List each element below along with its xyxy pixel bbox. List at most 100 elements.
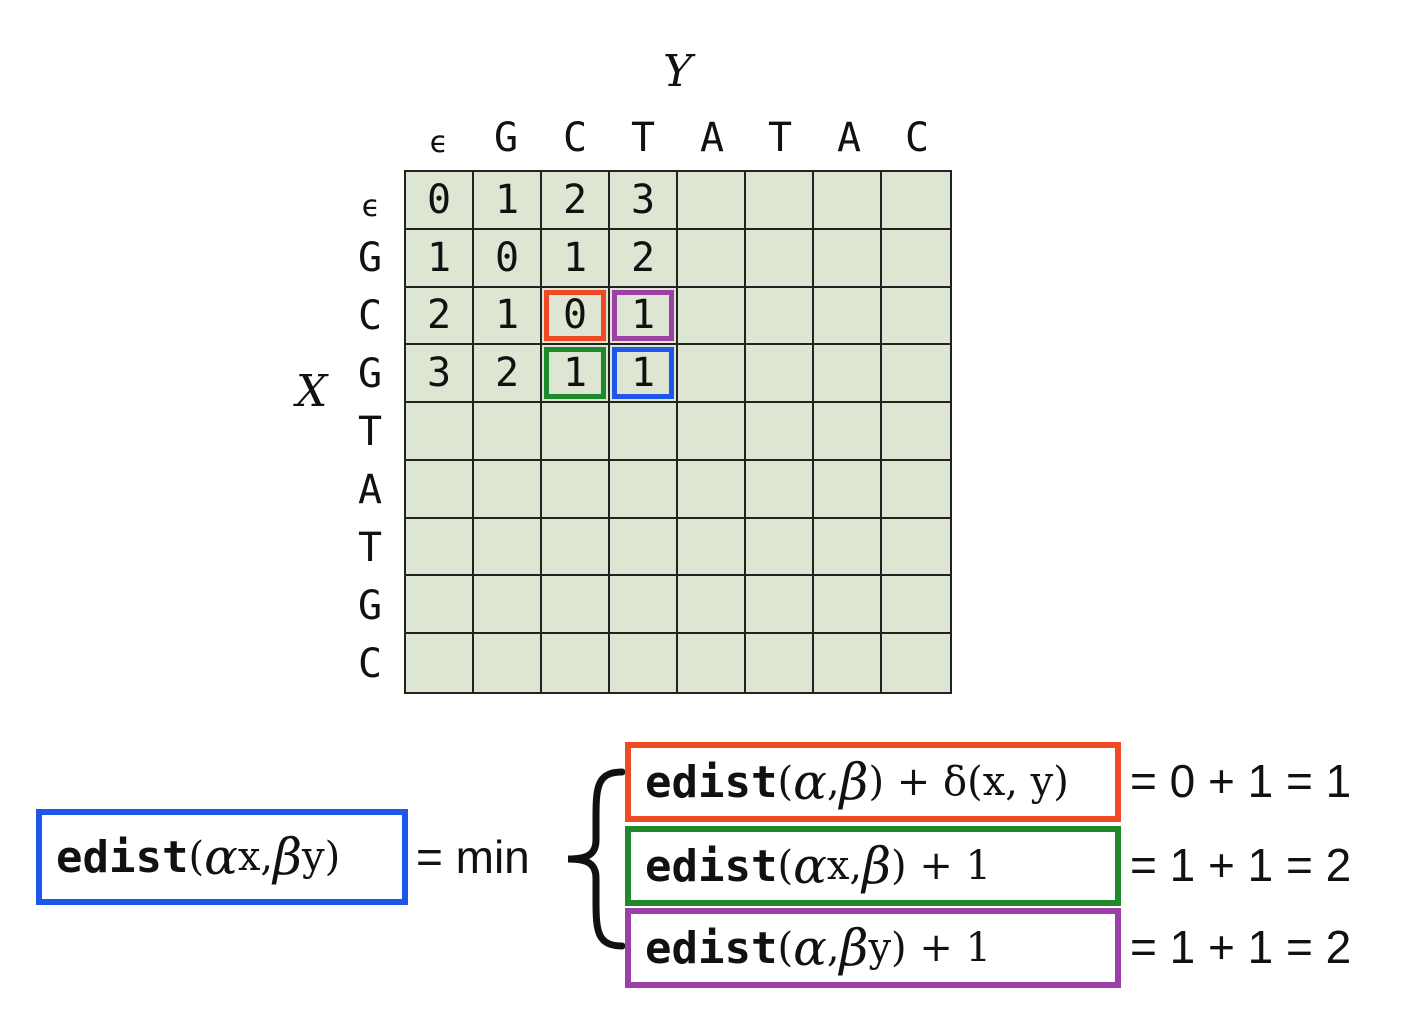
left-brace (567, 768, 626, 950)
column-label: T (630, 115, 656, 161)
row-label: G (357, 351, 383, 397)
case-function-name: edist (645, 756, 778, 808)
case-open-paren: ( (777, 843, 794, 889)
case-box: edist(α, β) + δ(x, y) (625, 742, 1121, 822)
row-label: C (357, 293, 383, 339)
x-axis-label: X (296, 366, 328, 417)
equals-min: = min (416, 831, 530, 883)
matrix-cell (746, 460, 814, 519)
matrix-cell (406, 518, 474, 577)
matrix-cell (746, 172, 814, 230)
matrix-cell (814, 345, 882, 404)
matrix-cell (678, 172, 746, 230)
case-open-paren: ( (777, 759, 794, 805)
row-label: T (357, 525, 383, 571)
matrix-cell (814, 460, 882, 519)
column-label: G (493, 115, 519, 161)
matrix-cell (814, 172, 882, 230)
matrix-cell (814, 518, 882, 577)
row-label: C (357, 641, 383, 687)
matrix-cell (746, 229, 814, 288)
lhs-y: y (302, 834, 325, 880)
case-result: = 1 + 1 = 2 (1130, 921, 1352, 973)
matrix-cell (542, 576, 610, 635)
matrix-cell: 0 (474, 229, 542, 288)
case-alpha: α (793, 837, 827, 895)
case-tail: ) + 1 (891, 843, 992, 889)
matrix-cell (474, 576, 542, 635)
lhs-close-paren: ) (324, 834, 341, 880)
matrix-cell (542, 403, 610, 461)
column-label: A (699, 115, 725, 161)
matrix-cell (814, 403, 882, 461)
matrix-cell (746, 576, 814, 635)
case-result: = 0 + 1 = 1 (1130, 755, 1352, 807)
matrix-cell (474, 634, 542, 692)
matrix-cell: 0 (406, 172, 474, 230)
matrix-cell (406, 403, 474, 461)
matrix-cell: 3 (610, 172, 678, 230)
matrix-cell (542, 634, 610, 692)
matrix-cell: 2 (474, 345, 542, 404)
matrix-cell (882, 576, 950, 635)
case-beta: β (839, 753, 869, 811)
matrix-cell (542, 460, 610, 519)
matrix-cell (474, 403, 542, 461)
matrix-cell (814, 576, 882, 635)
matrix-cell: 1 (474, 172, 542, 230)
row-label: G (357, 235, 383, 281)
matrix-cell: 3 (406, 345, 474, 404)
matrix-cell (610, 403, 678, 461)
matrix-cell (406, 634, 474, 692)
matrix-cell (882, 172, 950, 230)
matrix-cell (814, 229, 882, 288)
matrix-cell (678, 634, 746, 692)
lhs-open-paren: ( (188, 834, 205, 880)
column-label: T (767, 115, 793, 161)
matrix-cell (746, 634, 814, 692)
highlighted-cell: 1 (610, 345, 678, 404)
y-axis-label: Y (663, 46, 693, 97)
matrix-cell (474, 460, 542, 519)
matrix-cell (678, 576, 746, 635)
case-mid: , (826, 925, 840, 971)
column-label: C (562, 115, 588, 161)
lhs-function-name: edist (56, 831, 189, 883)
case-beta: β (862, 837, 892, 895)
case-function-name: edist (645, 840, 778, 892)
matrix-cell (678, 518, 746, 577)
highlighted-cell: 1 (610, 287, 678, 346)
lhs-x: x, (237, 834, 274, 880)
matrix-cell (882, 461, 950, 519)
matrix-cell: 2 (610, 229, 678, 288)
matrix-cell (882, 288, 950, 346)
matrix-cell (610, 460, 678, 519)
matrix-cell: 1 (542, 229, 610, 288)
matrix-cell (406, 576, 474, 635)
lhs-box: edist ( α x, β y ) (36, 809, 408, 905)
matrix-cell (814, 634, 882, 692)
matrix-cell (746, 518, 814, 577)
matrix-cell (678, 403, 746, 461)
highlighted-cell: 1 (542, 345, 610, 404)
matrix-cell (882, 519, 950, 577)
matrix-cell (610, 518, 678, 577)
case-tail: ) + δ(x, y) (868, 759, 1069, 805)
case-open-paren: ( (777, 925, 794, 971)
matrix-cell (814, 287, 882, 346)
case-tail: y) + 1 (868, 925, 992, 971)
case-alpha: α (793, 919, 827, 977)
column-label: ϵ (428, 125, 448, 160)
row-label: T (357, 409, 383, 455)
case-function-name: edist (645, 922, 778, 974)
matrix-cell (678, 287, 746, 346)
case-beta: β (839, 919, 869, 977)
highlighted-cell: 0 (542, 287, 610, 346)
matrix-cell (882, 634, 950, 692)
matrix-cell (610, 576, 678, 635)
matrix-cell (678, 345, 746, 404)
matrix-cell (678, 460, 746, 519)
